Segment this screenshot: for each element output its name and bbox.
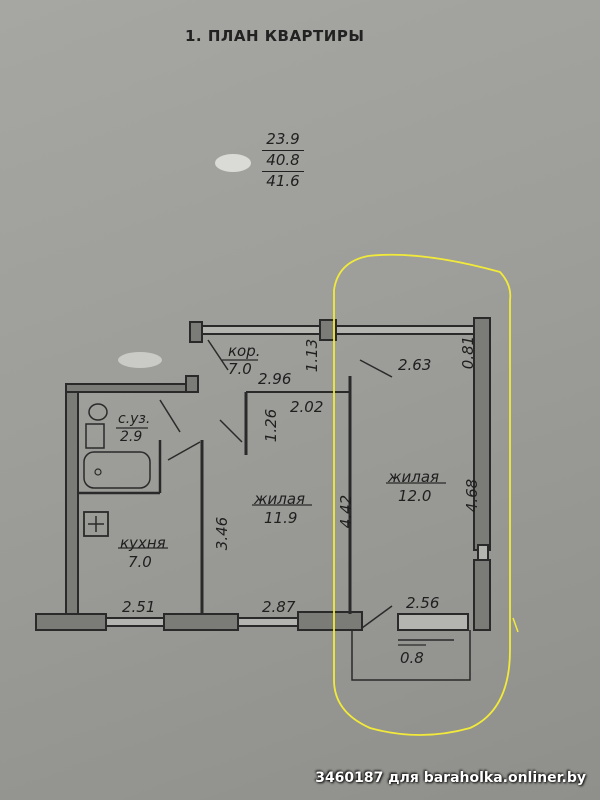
dimension-label: 4.68 bbox=[463, 478, 482, 513]
smudge-mark bbox=[118, 352, 162, 368]
overall-area-value: 41.6 bbox=[266, 172, 300, 190]
bathroom-name: с.уз. bbox=[118, 411, 151, 427]
plan-title: 1. ПЛАН КВАРТИРЫ bbox=[185, 27, 365, 45]
living-right-area: 12.0 bbox=[398, 487, 432, 505]
door-swing bbox=[219, 419, 243, 443]
door-swing bbox=[167, 441, 201, 461]
wall-bottom-left bbox=[35, 613, 107, 631]
kitchen-area: 7.0 bbox=[128, 553, 152, 571]
balcony-outline bbox=[351, 630, 471, 681]
dimension-label: 2.51 bbox=[122, 598, 156, 616]
dimension-label: 2.56 bbox=[406, 594, 440, 612]
kitchen-name: кухня bbox=[120, 534, 166, 552]
living-middle-area: 11.9 bbox=[264, 509, 298, 527]
area-summary: 23.9 40.8 41.6 bbox=[262, 130, 304, 192]
bathtub-icon bbox=[83, 451, 151, 489]
wall-right-lower bbox=[473, 559, 491, 631]
dimension-label: 3.46 bbox=[213, 516, 232, 551]
balcony-area: 0.8 bbox=[400, 649, 424, 667]
wall-stub bbox=[185, 375, 199, 393]
balcony-door bbox=[397, 613, 469, 631]
wall-left bbox=[65, 385, 79, 619]
wall-bottom-right bbox=[297, 611, 363, 631]
bathroom-area: 2.9 bbox=[120, 429, 143, 445]
dimension-label: 4.42 bbox=[337, 494, 356, 529]
window-top-right bbox=[335, 325, 477, 335]
wall-bottom-mid bbox=[163, 613, 239, 631]
dimension-label: 1.26 bbox=[262, 408, 281, 443]
wall-top-left bbox=[65, 383, 199, 393]
window-bottom-mid bbox=[237, 617, 301, 627]
corridor-area: 7.0 bbox=[228, 360, 252, 378]
living-area-value: 23.9 bbox=[262, 130, 304, 151]
window-top bbox=[201, 325, 323, 335]
sink-icon bbox=[85, 423, 105, 449]
highlight-tick bbox=[512, 617, 519, 633]
living-right-name: жилая bbox=[388, 468, 440, 486]
stove-icon bbox=[83, 511, 109, 537]
door-swing bbox=[359, 359, 393, 378]
door-swing bbox=[159, 399, 181, 433]
door-swing bbox=[207, 339, 229, 371]
dimension-label: 2.96 bbox=[258, 370, 292, 388]
dimension-label: 2.02 bbox=[290, 398, 324, 416]
wall-post bbox=[189, 321, 203, 343]
dimension-label: 1.13 bbox=[303, 338, 322, 373]
corridor-name: кор. bbox=[228, 342, 261, 360]
dimension-label: 2.87 bbox=[262, 598, 296, 616]
highlight-outline bbox=[333, 253, 512, 736]
living-middle-name: жилая bbox=[254, 490, 306, 508]
dimension-label: 2.63 bbox=[398, 356, 432, 374]
window-bottom bbox=[105, 617, 167, 627]
smudge-mark bbox=[215, 154, 251, 172]
dimension-label: 0.81 bbox=[459, 335, 478, 370]
drain-icon bbox=[94, 468, 102, 476]
watermark-text: 3460187 для baraholka.onliner.by bbox=[315, 770, 586, 786]
door-swing bbox=[361, 605, 393, 629]
toilet-icon bbox=[88, 403, 108, 421]
walls bbox=[35, 317, 491, 681]
total-area-value: 40.8 bbox=[262, 151, 304, 172]
